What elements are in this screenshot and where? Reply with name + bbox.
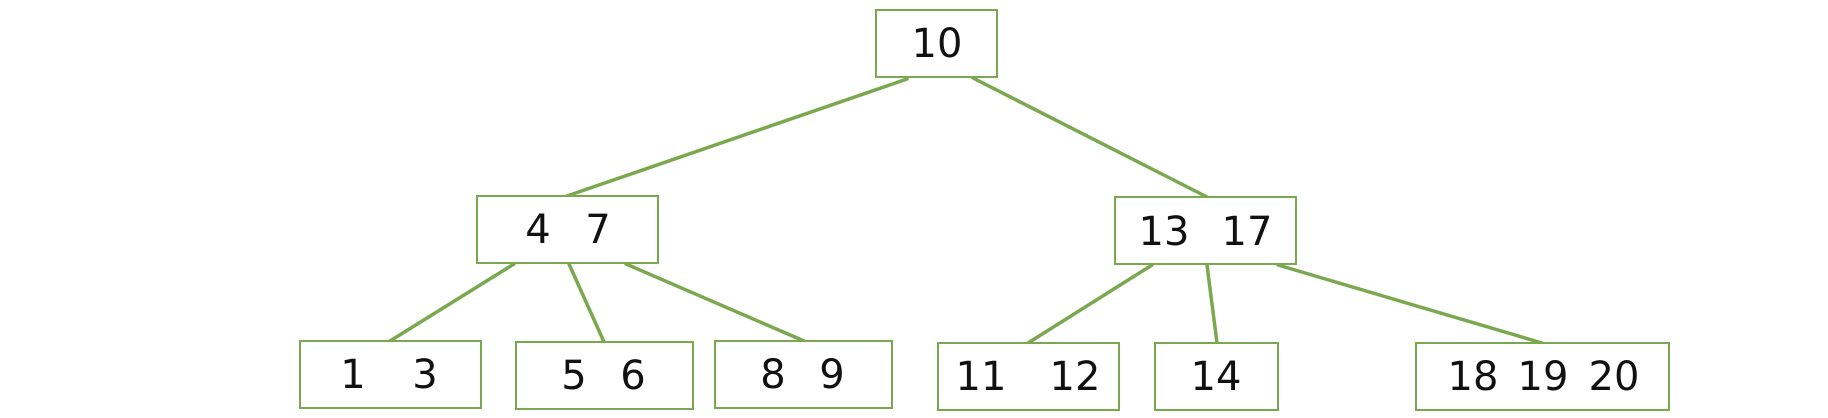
edge-left-internal-to-leaf-8-9 — [624, 262, 806, 343]
edge-right-internal-to-leaf-11-12 — [1026, 263, 1154, 345]
node-box — [1154, 342, 1279, 411]
node-box — [714, 340, 893, 409]
node-key: 5 — [561, 353, 586, 399]
node-key: 20 — [1589, 354, 1640, 400]
node-key: 9 — [819, 352, 844, 398]
node-box — [875, 9, 998, 78]
node-key: 1 — [340, 352, 365, 398]
tree-node-right-internal: 13 17 — [1114, 196, 1297, 265]
node-key: 7 — [585, 207, 610, 253]
node-key: 4 — [525, 207, 550, 253]
node-key: 14 — [1191, 354, 1242, 400]
tree-node-leaf-11-12: 11 12 — [937, 342, 1120, 411]
node-key: 13 — [1139, 209, 1190, 255]
node-key: 17 — [1222, 209, 1273, 255]
node-key: 19 — [1518, 354, 1569, 400]
tree-node-leaf-14: 14 — [1154, 342, 1279, 411]
tree-node-root: 10 — [875, 9, 998, 78]
node-box — [937, 342, 1120, 411]
node-key: 12 — [1050, 354, 1101, 400]
node-box — [476, 195, 659, 264]
node-box — [515, 341, 694, 410]
node-key: 3 — [412, 352, 437, 398]
edge-left-internal-to-leaf-5-6 — [567, 262, 606, 344]
node-key: 11 — [956, 354, 1007, 400]
node-key: 10 — [912, 21, 963, 67]
edge-left-internal-to-leaf-1-3 — [388, 262, 516, 343]
node-box — [1415, 342, 1670, 411]
node-box — [299, 340, 482, 409]
tree-node-leaf-18-19-20: 18 19 20 — [1415, 342, 1670, 411]
edges-layer — [388, 76, 1544, 345]
node-box — [1114, 196, 1297, 265]
node-key: 8 — [760, 352, 785, 398]
node-key: 18 — [1448, 354, 1499, 400]
edge-root-to-left-internal — [565, 77, 909, 198]
edge-right-internal-to-leaf-14 — [1205, 263, 1219, 345]
node-key: 6 — [620, 353, 645, 399]
edge-root-to-right-internal — [971, 76, 1209, 199]
edge-right-internal-to-leaf-18-19-20 — [1276, 263, 1544, 345]
